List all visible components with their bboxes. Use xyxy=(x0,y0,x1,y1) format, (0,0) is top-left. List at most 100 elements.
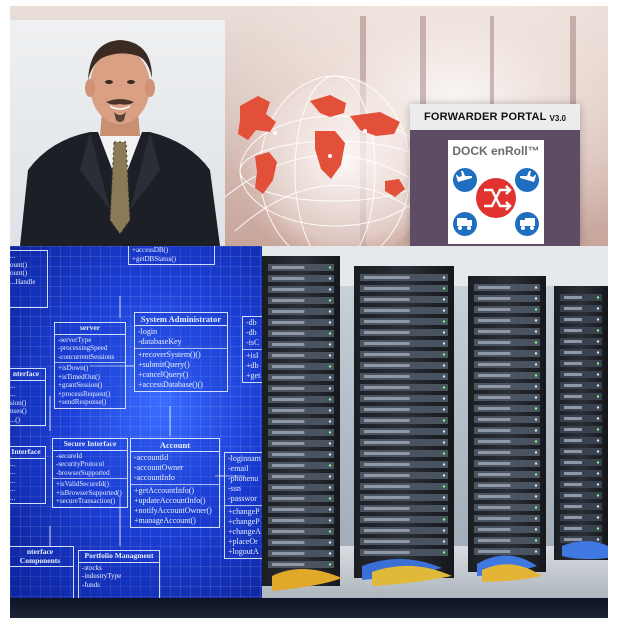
bottom-strip xyxy=(10,598,608,618)
server-vent xyxy=(564,527,582,530)
status-led xyxy=(534,396,538,399)
status-led xyxy=(328,530,332,533)
globe-map-graphic xyxy=(219,75,415,246)
status-led xyxy=(534,484,538,487)
server-vent xyxy=(478,297,511,300)
status-led xyxy=(534,385,538,388)
server-vent xyxy=(364,540,410,543)
uml-method: +isBrowserSupported() xyxy=(56,488,122,497)
uml-class-title: Portfolio Managment xyxy=(79,551,159,563)
server-vent xyxy=(478,473,511,476)
uml-attr: -login xyxy=(138,327,158,336)
status-led xyxy=(534,506,538,509)
uml-line: -isC xyxy=(246,338,260,347)
truck-icon xyxy=(515,212,539,236)
uml-line: -db xyxy=(246,328,257,337)
status-led xyxy=(328,288,332,291)
server-vent xyxy=(364,397,410,400)
status-led xyxy=(534,308,538,311)
status-led xyxy=(596,318,600,321)
server-vent xyxy=(364,320,410,323)
status-led xyxy=(534,550,538,553)
server-vent xyxy=(478,484,511,487)
uml-line: +db xyxy=(246,361,259,370)
uml-line: ... xyxy=(10,390,16,398)
uml-line: ount() xyxy=(10,269,28,277)
dock-enroll-logo: DOCK enRoll™ xyxy=(448,140,544,244)
uml-left-top-box: ... ount() ount() ...Handle xyxy=(10,250,48,308)
status-led xyxy=(328,464,332,467)
server-vent xyxy=(272,288,305,291)
uml-attr: -databaseKey xyxy=(138,337,182,346)
status-led xyxy=(442,551,446,554)
server-vent xyxy=(478,286,511,289)
uml-interface-components-box: nterface Components xyxy=(10,546,74,598)
uml-method: +sendResponse() xyxy=(58,398,107,406)
server-vent xyxy=(478,429,511,432)
server-vent xyxy=(478,385,511,388)
status-led xyxy=(596,296,600,299)
portal-title-bar: FORWARDER PORTAL V3.0 xyxy=(410,104,580,130)
status-led xyxy=(596,450,600,453)
uml-attr: -concurrentSessions xyxy=(58,352,115,361)
status-led xyxy=(596,527,600,530)
server-vent xyxy=(364,551,410,554)
uml-line: ... xyxy=(10,493,16,502)
server-vent xyxy=(272,266,305,269)
uml-user-box: -loginnam -email -phonenu -ssn -passwor … xyxy=(224,452,262,559)
status-led xyxy=(328,354,332,357)
status-led xyxy=(534,407,538,410)
status-led xyxy=(328,497,332,500)
uml-line: +getDBStatus() xyxy=(132,254,176,263)
status-led xyxy=(534,330,538,333)
uml-grid xyxy=(10,246,262,598)
server-vent xyxy=(272,376,305,379)
logistics-icons xyxy=(453,168,539,236)
uml-attr: -accountId xyxy=(134,453,169,462)
server-vent xyxy=(272,464,305,467)
server-vent xyxy=(478,506,511,509)
uml-attr: -loginnam xyxy=(228,454,261,463)
status-led xyxy=(328,321,332,324)
person-illustration xyxy=(20,40,220,246)
server-vent xyxy=(364,276,410,279)
status-led xyxy=(328,310,332,313)
server-vent xyxy=(272,420,305,423)
status-led xyxy=(534,363,538,366)
uml-method: +cancelQuery() xyxy=(138,370,189,379)
uml-attr: -ssn xyxy=(228,484,241,493)
status-led xyxy=(596,406,600,409)
uml-method: +manageAccount() xyxy=(134,516,196,525)
server-vent xyxy=(478,495,511,498)
status-led xyxy=(328,343,332,346)
server-vent xyxy=(272,409,305,412)
status-led xyxy=(596,428,600,431)
server-vent xyxy=(564,494,582,497)
collage: FORWARDER PORTAL V3.0 DOCK enRoll™ xyxy=(10,6,608,618)
server-vent xyxy=(364,441,410,444)
server-vent xyxy=(364,408,410,411)
status-led xyxy=(442,419,446,422)
uml-secure-interface-box: Secure Interface -secureId -securityProt… xyxy=(52,438,128,508)
server-vent xyxy=(564,307,582,310)
server-vent xyxy=(364,474,410,477)
status-led xyxy=(534,462,538,465)
uml-method: +notifyAccountOwner() xyxy=(134,506,212,515)
status-led xyxy=(442,430,446,433)
uml-connectors xyxy=(49,296,245,546)
server-vent xyxy=(478,319,511,322)
server-vent xyxy=(564,450,582,453)
status-led xyxy=(328,442,332,445)
server-vent xyxy=(364,353,410,356)
status-led xyxy=(596,494,600,497)
status-led xyxy=(442,375,446,378)
server-vent xyxy=(564,516,582,519)
status-led xyxy=(442,353,446,356)
uml-method: +submitQuery() xyxy=(138,360,190,369)
status-led xyxy=(328,398,332,401)
uml-method: +isTimedOut() xyxy=(58,372,100,381)
uml-attr: -funds xyxy=(82,580,100,589)
status-led xyxy=(596,439,600,442)
server-vent xyxy=(272,486,305,489)
uml-class-title: Account xyxy=(131,439,219,452)
